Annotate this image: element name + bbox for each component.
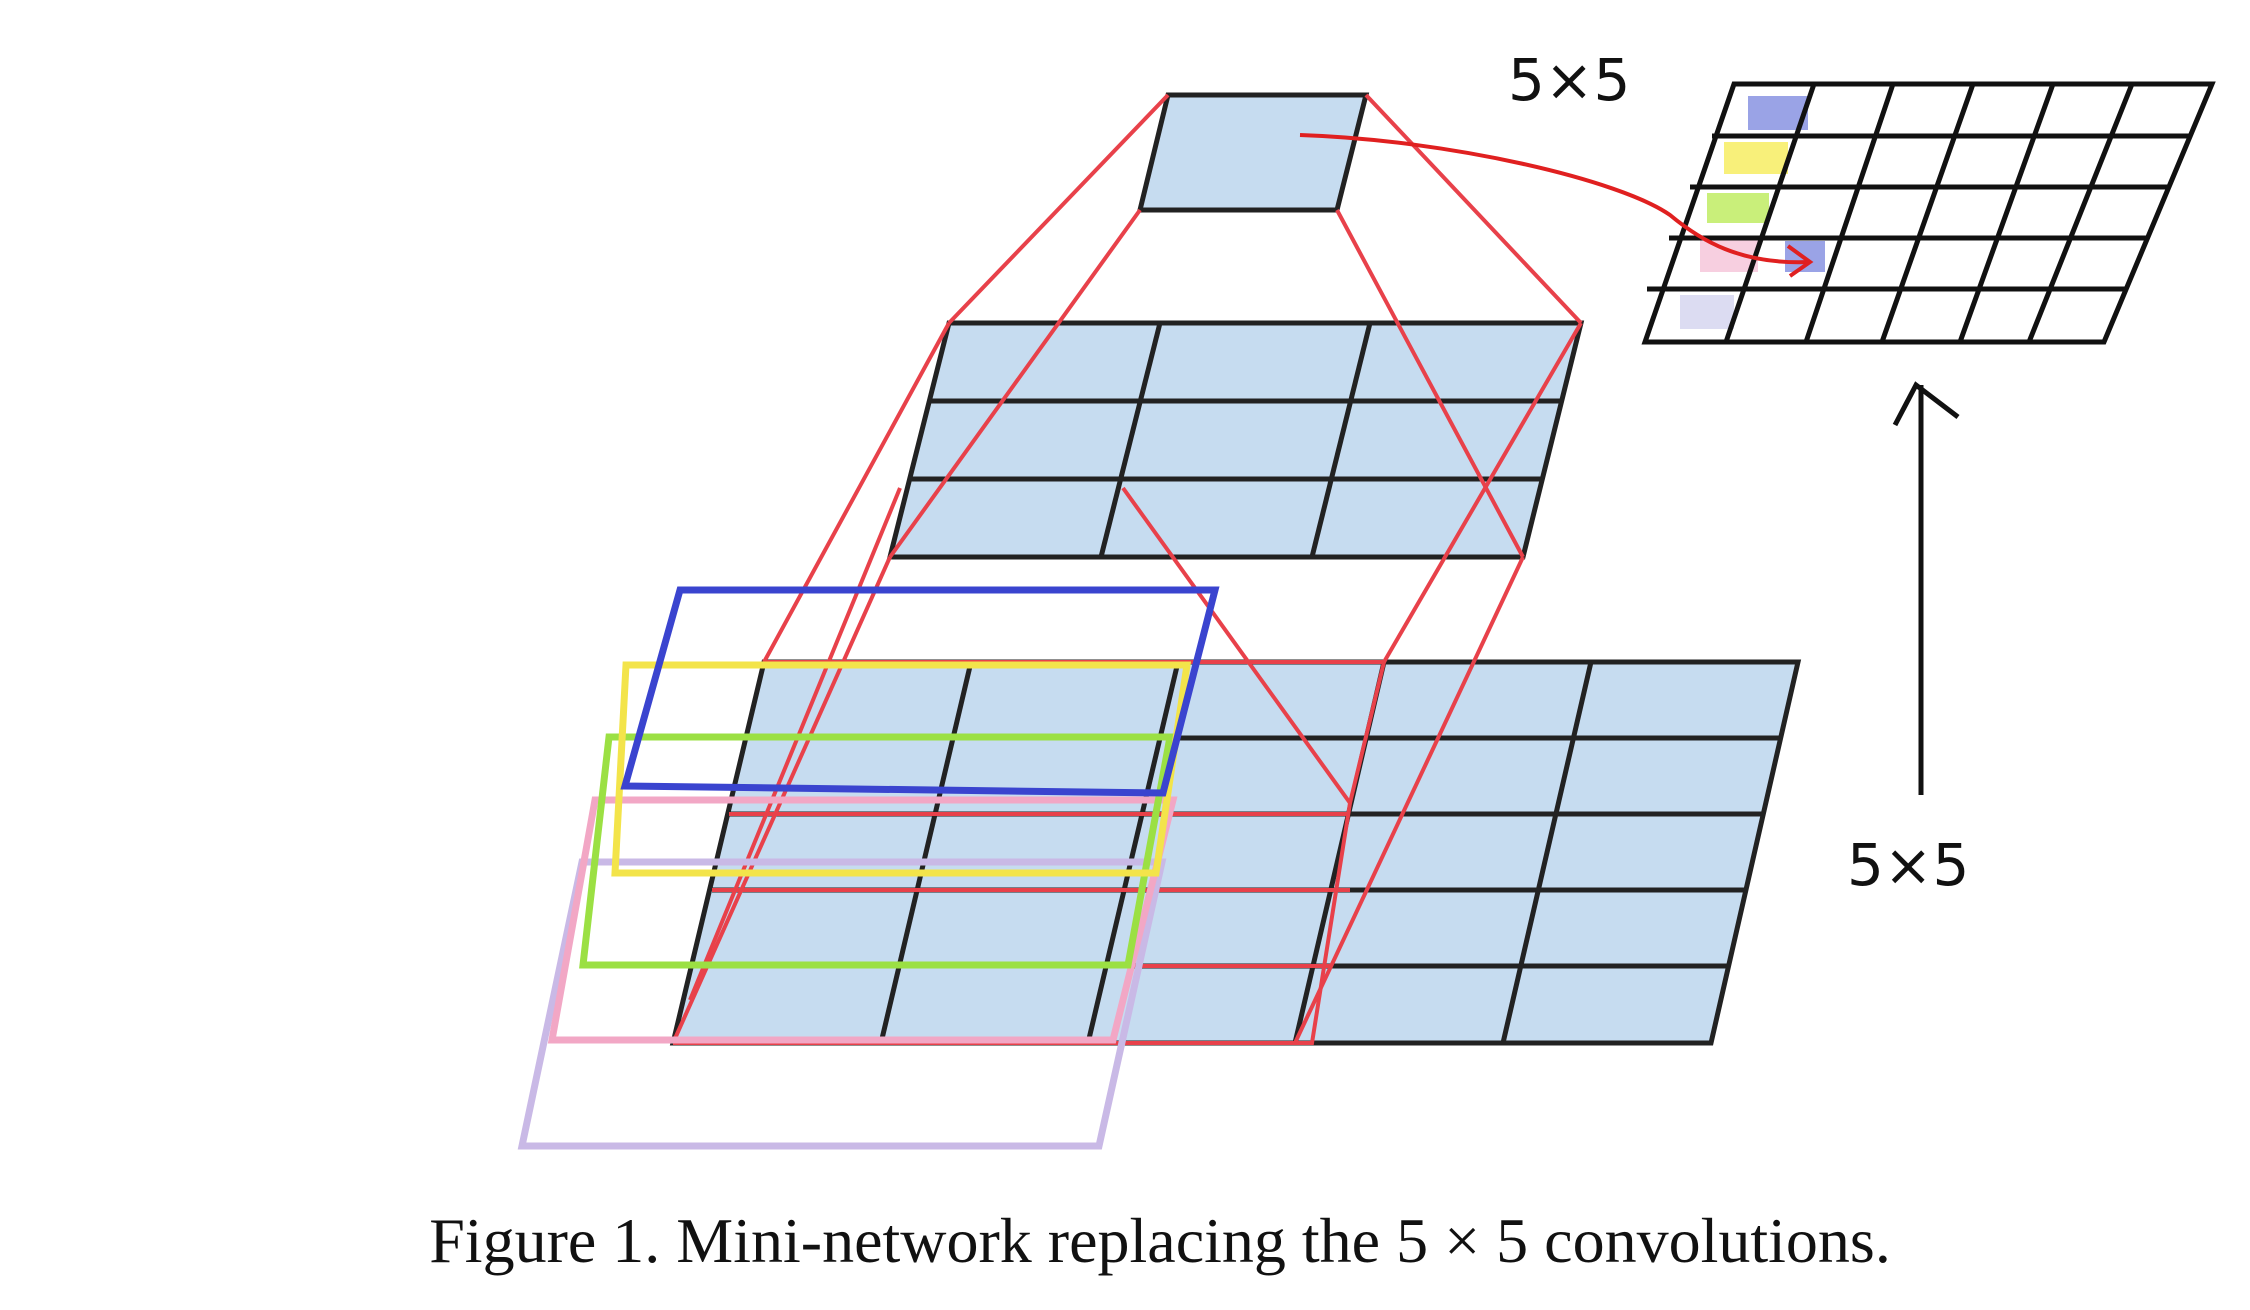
bottom-layer-5x5: [669, 659, 1802, 1046]
middle-layer-3x3: [886, 320, 1585, 560]
top-layer-cell: [1136, 92, 1370, 213]
output-cell-yellow: [1724, 142, 1788, 174]
output-map-grid: [1647, 83, 2190, 343]
window-lavender: [517, 858, 1167, 1150]
label-top-right-5x5: 5×5: [1508, 46, 1630, 114]
middle-layer-grid: [910, 322, 1562, 558]
mapping-arrow: [1299, 133, 1814, 278]
figure-caption: Figure 1. Mini-network replacing the 5 ×…: [429, 1205, 1891, 1276]
window-pink: [547, 796, 1178, 1044]
middle-layer-fill: [886, 320, 1585, 560]
upward-arrow: [1892, 381, 1960, 795]
output-cell-green: [1707, 193, 1769, 223]
sliding-windows: [517, 586, 1220, 1150]
window-green: [579, 733, 1175, 969]
output-cell-lavender: [1680, 295, 1734, 329]
bottom-layer-fill: [669, 659, 1802, 1046]
window-blue: [620, 586, 1220, 797]
output-map: [1641, 81, 2216, 345]
window-yellow: [611, 661, 1192, 877]
label-right-5x5: 5×5: [1847, 831, 1969, 899]
